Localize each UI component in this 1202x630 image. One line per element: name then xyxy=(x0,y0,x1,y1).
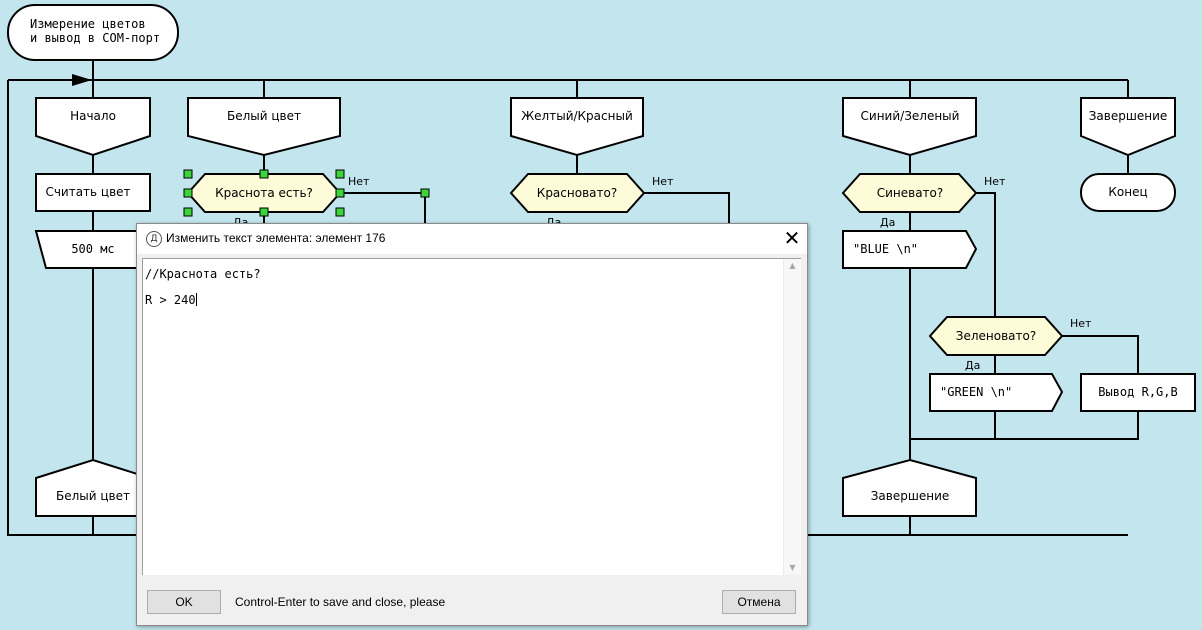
action-green-output-label: "GREEN \n" xyxy=(940,385,1012,399)
resize-handle[interactable] xyxy=(259,169,269,179)
condition-bluish[interactable]: Синевато? xyxy=(841,173,978,213)
branch-white[interactable]: Белый цвет xyxy=(187,97,341,157)
scroll-down-icon[interactable]: ▼ xyxy=(789,563,796,572)
condition-reddish-label: Красновато? xyxy=(537,186,617,200)
goto-white[interactable]: Белый цвет xyxy=(35,458,151,517)
action-green-output[interactable]: "GREEN \n" xyxy=(929,373,1064,412)
action-blue-output[interactable]: "BLUE \n" xyxy=(842,230,978,269)
cancel-button[interactable]: Отмена xyxy=(722,590,796,614)
ok-button[interactable]: OK xyxy=(147,590,221,614)
condition-bluish-label: Синевато? xyxy=(877,186,944,200)
action-output-rgb[interactable]: Вывод R,G,B xyxy=(1080,373,1196,412)
close-icon[interactable]: ✕ xyxy=(783,226,801,250)
selection-handles[interactable] xyxy=(183,169,430,217)
goto-finish-label: Завершение xyxy=(871,489,950,503)
branch-white-label: Белый цвет xyxy=(227,109,301,123)
branch-start[interactable]: Начало xyxy=(35,97,151,157)
condition-greenish-label: Зеленовато? xyxy=(956,329,1036,343)
yes-label-greenish: Да xyxy=(965,359,980,372)
branch-finish-label: Завершение xyxy=(1089,109,1168,123)
dialog-titlebar[interactable]: Д Изменить текст элемента: элемент 176 ✕ xyxy=(137,224,807,254)
no-label-greenish: Нет xyxy=(1070,317,1092,330)
element-text-editor[interactable]: //Краснота есть? R > 240 ▲ ▼ xyxy=(142,258,801,575)
condition-redness[interactable]: Краснота есть? xyxy=(186,173,342,213)
branch-blue-green-label: Синий/Зеленый xyxy=(861,109,960,123)
dialog-title: Изменить текст элемента: элемент 176 xyxy=(166,231,386,245)
condition-redness-label: Краснота есть? xyxy=(215,186,313,200)
branch-yellow-red[interactable]: Желтый/Красный xyxy=(510,97,644,157)
end-terminator[interactable]: Конец xyxy=(1080,173,1176,212)
connector-handle[interactable] xyxy=(420,188,430,198)
branch-blue-green[interactable]: Синий/Зеленый xyxy=(842,97,977,157)
action-delay-label: 500 мс xyxy=(71,242,114,256)
action-blue-output-label: "BLUE \n" xyxy=(853,242,918,256)
goto-finish[interactable]: Завершение xyxy=(842,458,977,517)
app-icon: Д xyxy=(146,231,162,247)
resize-handle[interactable] xyxy=(183,169,193,179)
editor-line-1: //Краснота есть? xyxy=(145,267,261,281)
resize-handle[interactable] xyxy=(335,207,345,217)
resize-handle[interactable] xyxy=(335,169,345,179)
condition-greenish[interactable]: Зеленовато? xyxy=(928,316,1064,356)
action-read-color[interactable]: Считать цвет xyxy=(35,173,151,212)
goto-white-label: Белый цвет xyxy=(56,489,130,503)
editor-line-3: R > 240 xyxy=(145,293,196,307)
save-hint-text: Control-Enter to save and close, please xyxy=(235,595,446,609)
action-output-rgb-label: Вывод R,G,B xyxy=(1098,385,1177,399)
yes-label-bluish: Да xyxy=(880,216,895,229)
no-label-redness: Нет xyxy=(348,175,370,188)
resize-handle[interactable] xyxy=(335,188,345,198)
resize-handle[interactable] xyxy=(183,188,193,198)
end-terminator-label: Конец xyxy=(1108,185,1147,199)
scroll-up-icon[interactable]: ▲ xyxy=(789,261,796,270)
edit-element-dialog[interactable]: Д Изменить текст элемента: элемент 176 ✕… xyxy=(136,223,808,626)
branch-start-label: Начало xyxy=(70,109,116,123)
action-read-color-label: Считать цвет xyxy=(45,185,130,199)
text-caret xyxy=(195,293,197,306)
action-delay[interactable]: 500 мс xyxy=(34,230,151,269)
title-terminator[interactable]: Измерение цветов и вывод в COM-порт xyxy=(7,4,179,61)
title-line-1: Измерение цветов xyxy=(30,17,146,31)
no-label-reddish: Нет xyxy=(652,175,674,188)
branch-finish[interactable]: Завершение xyxy=(1080,97,1176,157)
title-line-2: и вывод в COM-порт xyxy=(30,31,160,45)
resize-handle[interactable] xyxy=(183,207,193,217)
resize-handle[interactable] xyxy=(259,207,269,217)
condition-reddish[interactable]: Красновато? xyxy=(509,173,646,213)
no-label-bluish: Нет xyxy=(984,175,1006,188)
flow-arrow-icon xyxy=(72,74,92,86)
vertical-scrollbar[interactable]: ▲ ▼ xyxy=(783,259,801,575)
branch-yellow-red-label: Желтый/Красный xyxy=(521,109,633,123)
